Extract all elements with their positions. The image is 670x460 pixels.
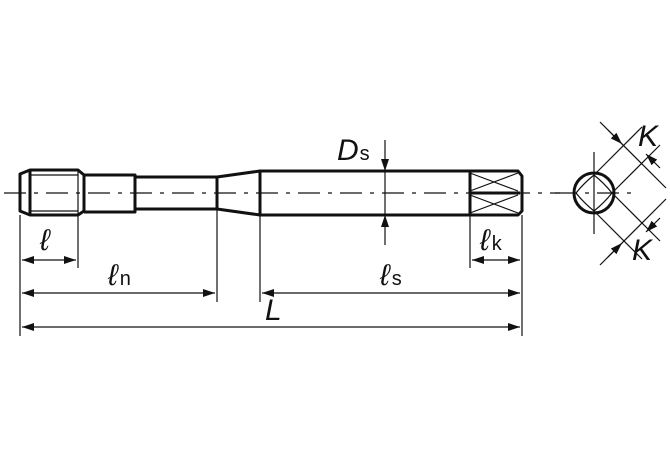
taper-section <box>216 169 261 217</box>
label-K-top: K <box>638 120 660 153</box>
label-L: L <box>265 294 282 327</box>
dimension-lines <box>22 140 520 331</box>
label-l: ℓ <box>39 224 51 257</box>
label-Ds: Ds <box>337 134 370 167</box>
label-K-bottom: K <box>632 234 654 267</box>
extension-lines <box>19 209 523 336</box>
end-view <box>555 121 667 266</box>
